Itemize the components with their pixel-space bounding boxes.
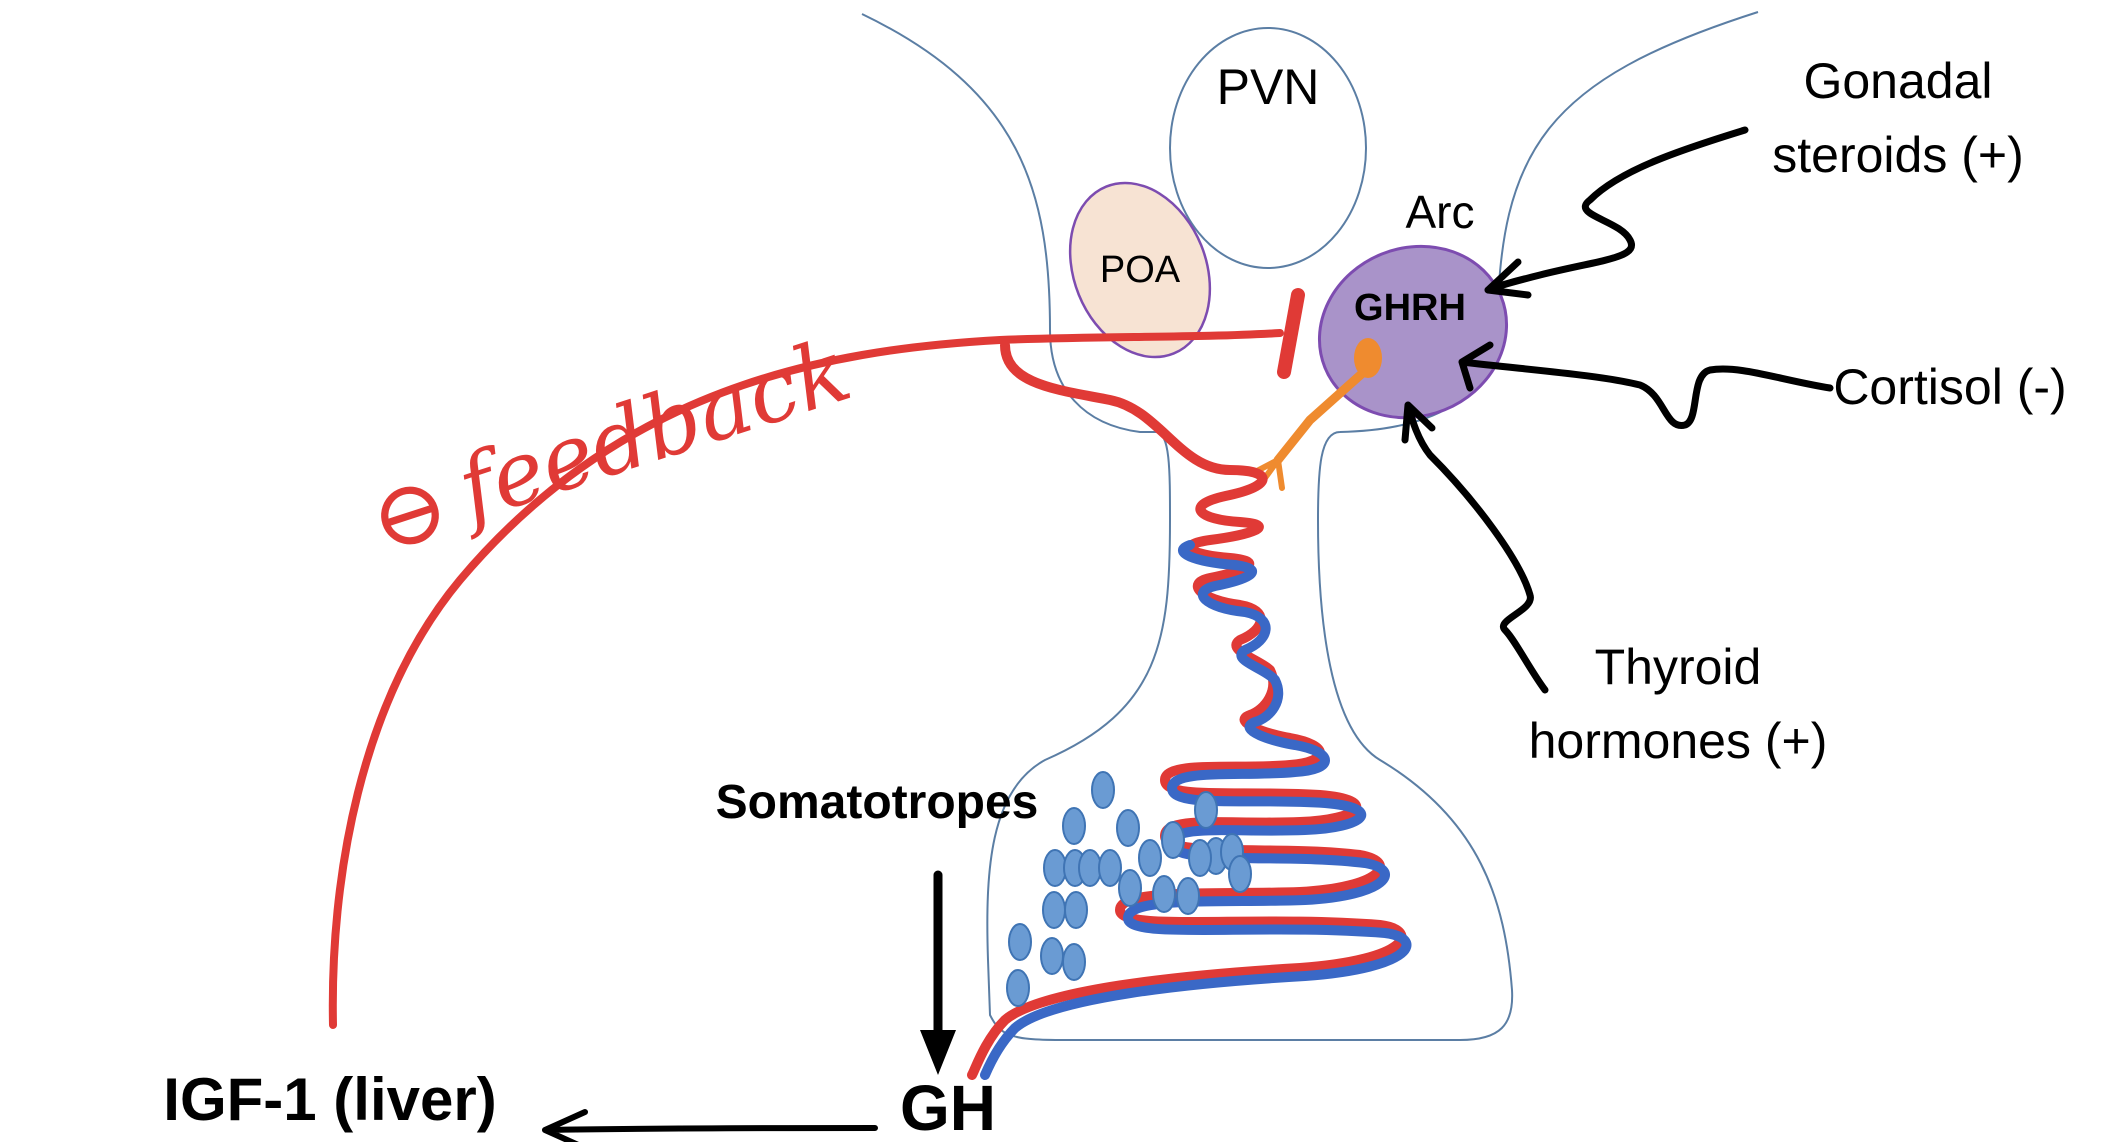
- gonadal-label-line1: Gonadal: [1803, 53, 1992, 109]
- ghrh-label: GHRH: [1354, 287, 1466, 329]
- gonadal-label-line2: steroids (+): [1772, 127, 2023, 183]
- feedback-sign: ⊖: [356, 450, 462, 576]
- poa-label: POA: [1100, 249, 1181, 291]
- thyroid-arrow-icon: [1401, 401, 1549, 694]
- portal-vessel-blue: [980, 540, 1412, 1080]
- hypothalamus-outline: [861, 11, 1759, 1041]
- somatotrope-cells: [1006, 771, 1252, 1007]
- thyroid-label-line2: hormones (+): [1529, 713, 1828, 769]
- ghrh-neuron: [1252, 338, 1382, 491]
- gh-label: GH: [900, 1072, 996, 1142]
- gh-release-arrowhead-icon: [920, 1030, 956, 1075]
- arc-label: Arc: [1406, 186, 1475, 238]
- gonadal-arrow-icon: [1484, 126, 1749, 299]
- feedback-line: [328, 329, 1284, 1029]
- gh-to-igf1-arrow-icon: [542, 1109, 878, 1142]
- cortisol-arrow-icon: [1458, 341, 1834, 429]
- poa-nucleus: [1068, 181, 1212, 359]
- thyroid-label-line1: Thyroid: [1595, 639, 1762, 695]
- somatotropes-label: Somatotropes: [716, 776, 1039, 829]
- pvn-nucleus: [1169, 27, 1367, 269]
- feedback-annotation: ⊖ feedback: [356, 318, 862, 576]
- inhibition-bar-icon: [1277, 288, 1305, 379]
- portal-vessel-red: [967, 340, 1407, 1080]
- igf1-label: IGF-1 (liver): [163, 1066, 496, 1133]
- pvn-label: PVN: [1217, 59, 1320, 115]
- cortisol-label: Cortisol (-): [1833, 359, 2066, 415]
- feedback-label: feedback: [440, 318, 862, 543]
